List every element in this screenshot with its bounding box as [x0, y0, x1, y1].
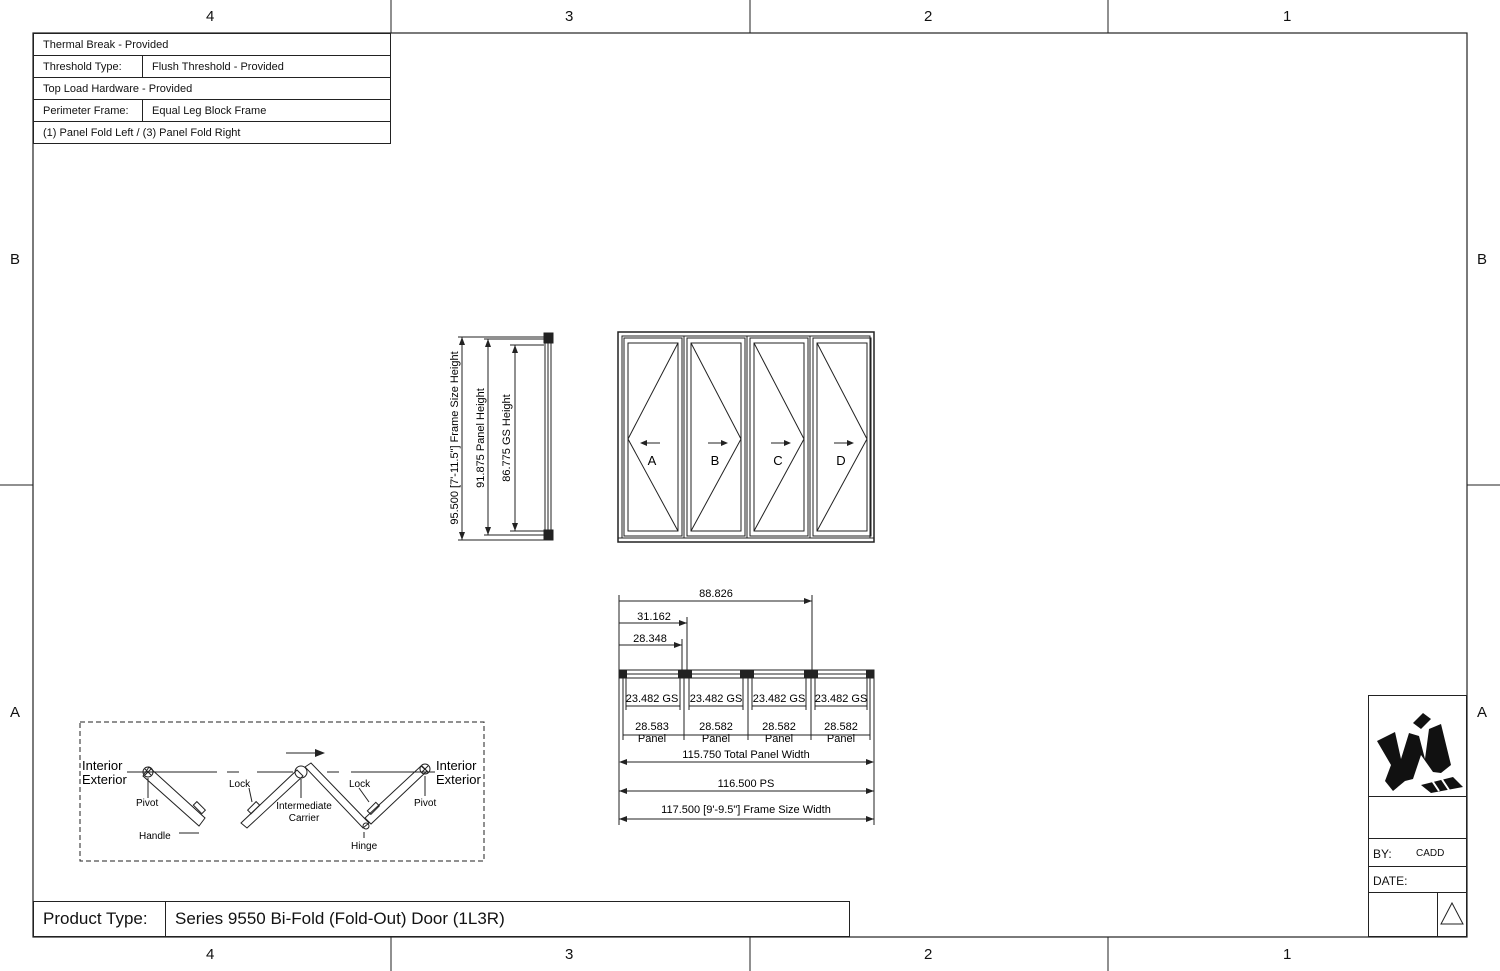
carrier-label: Carrier: [289, 813, 320, 824]
zone-label-bottom-4: 4: [206, 946, 215, 963]
date-label: DATE:: [1373, 874, 1408, 888]
panel-label-b: B: [711, 453, 720, 468]
door-elevation: A B C D: [617, 331, 875, 543]
gs-width-d: 23.482 GS: [815, 693, 868, 705]
frame-size-width-dimension: 117.500 [9'-9.5"] Frame Size Width: [661, 804, 831, 816]
revision-row: [1369, 892, 1466, 938]
by-value: CADD: [1416, 848, 1445, 859]
by-row: BY: CADD: [1369, 838, 1466, 867]
zone-label-bottom-1: 1: [1283, 946, 1292, 963]
panel-word-a: Panel: [638, 733, 666, 745]
pivot-label-left: Pivot: [136, 798, 158, 809]
dim-88826: 88.826: [699, 588, 733, 600]
lock-label-left: Lock: [229, 779, 251, 790]
zone-label-bottom-2: 2: [924, 946, 933, 963]
hardware-legend: Interior Exterior Interior Exterior Pivo…: [79, 721, 485, 862]
panel-fold-spec: (1) Panel Fold Left / (3) Panel Fold Rig…: [33, 121, 391, 144]
gs-width-b: 23.482 GS: [690, 693, 743, 705]
thermal-break-spec: Thermal Break - Provided: [33, 33, 391, 56]
zone-label-top-4: 4: [206, 8, 215, 25]
panel-width-d: 28.582: [824, 721, 858, 733]
pivot-label-right: Pivot: [414, 798, 436, 809]
frame-size-height-dimension: 95.500 [7'-11.5"] Frame Size Height: [449, 351, 461, 524]
gs-width-c: 23.482 GS: [753, 693, 806, 705]
product-type-label: Product Type:: [34, 902, 166, 936]
handle-label: Handle: [139, 831, 171, 842]
total-panel-width-dimension: 115.750 Total Panel Width: [682, 749, 809, 761]
zone-label-left-a: A: [10, 704, 21, 721]
zone-label-top-2: 2: [924, 8, 933, 25]
ps-dimension: 116.500 PS: [718, 778, 775, 790]
revision-triangle-icon: [1440, 901, 1464, 925]
side-section-view: 95.500 [7'-11.5"] Frame Size Height 91.8…: [449, 332, 554, 541]
title-block-blank-row: [1369, 796, 1466, 839]
interior-label-left: Interior: [82, 758, 123, 773]
door-plan-view: 88.826 31.162 28.348 23.482 GS 23.482 GS…: [618, 588, 875, 825]
panel-height-dimension: 91.875 Panel Height: [475, 388, 487, 488]
panel-width-b: 28.582: [699, 721, 733, 733]
perimeter-frame-value: Equal Leg Block Frame: [142, 99, 391, 122]
lock-label-right: Lock: [349, 779, 371, 790]
threshold-type-label: Threshold Type:: [33, 55, 143, 78]
panel-width-c: 28.582: [762, 721, 796, 733]
zone-label-bottom-3: 3: [565, 946, 574, 963]
zone-label-top-3: 3: [565, 8, 574, 25]
panel-label-d: D: [836, 453, 845, 468]
dim-31162: 31.162: [637, 611, 671, 623]
perimeter-frame-label: Perimeter Frame:: [33, 99, 143, 122]
zone-label-top-1: 1: [1283, 8, 1292, 25]
panel-label-c: C: [773, 453, 782, 468]
title-block: BY: CADD DATE:: [1368, 695, 1467, 937]
gs-width-a: 23.482 GS: [626, 693, 679, 705]
zone-label-right-b: B: [1477, 251, 1488, 268]
intermediate-label: Intermediate: [276, 801, 332, 812]
zone-label-right-a: A: [1477, 704, 1488, 721]
company-logo: [1377, 713, 1463, 793]
exterior-label-left: Exterior: [82, 772, 127, 787]
date-row: DATE:: [1369, 866, 1466, 893]
panel-width-a: 28.583: [635, 721, 669, 733]
panel-label-a: A: [648, 453, 657, 468]
spec-table: Thermal Break - Provided Threshold Type:…: [33, 33, 391, 144]
hinge-label: Hinge: [351, 841, 378, 852]
product-type-bar: Product Type: Series 9550 Bi-Fold (Fold-…: [33, 901, 850, 937]
by-label: BY:: [1373, 847, 1392, 861]
zone-label-left-b: B: [10, 251, 21, 268]
gs-height-dimension: 86.775 GS Height: [501, 394, 513, 481]
interior-label-right: Interior: [436, 758, 477, 773]
dim-28348: 28.348: [633, 633, 667, 645]
product-type-value: Series 9550 Bi-Fold (Fold-Out) Door (1L3…: [175, 909, 505, 928]
panel-word-c: Panel: [765, 733, 793, 745]
exterior-label-right: Exterior: [436, 772, 481, 787]
top-load-hardware-spec: Top Load Hardware - Provided: [33, 77, 391, 100]
panel-word-d: Panel: [827, 733, 855, 745]
threshold-type-value: Flush Threshold - Provided: [142, 55, 391, 78]
panel-word-b: Panel: [702, 733, 730, 745]
